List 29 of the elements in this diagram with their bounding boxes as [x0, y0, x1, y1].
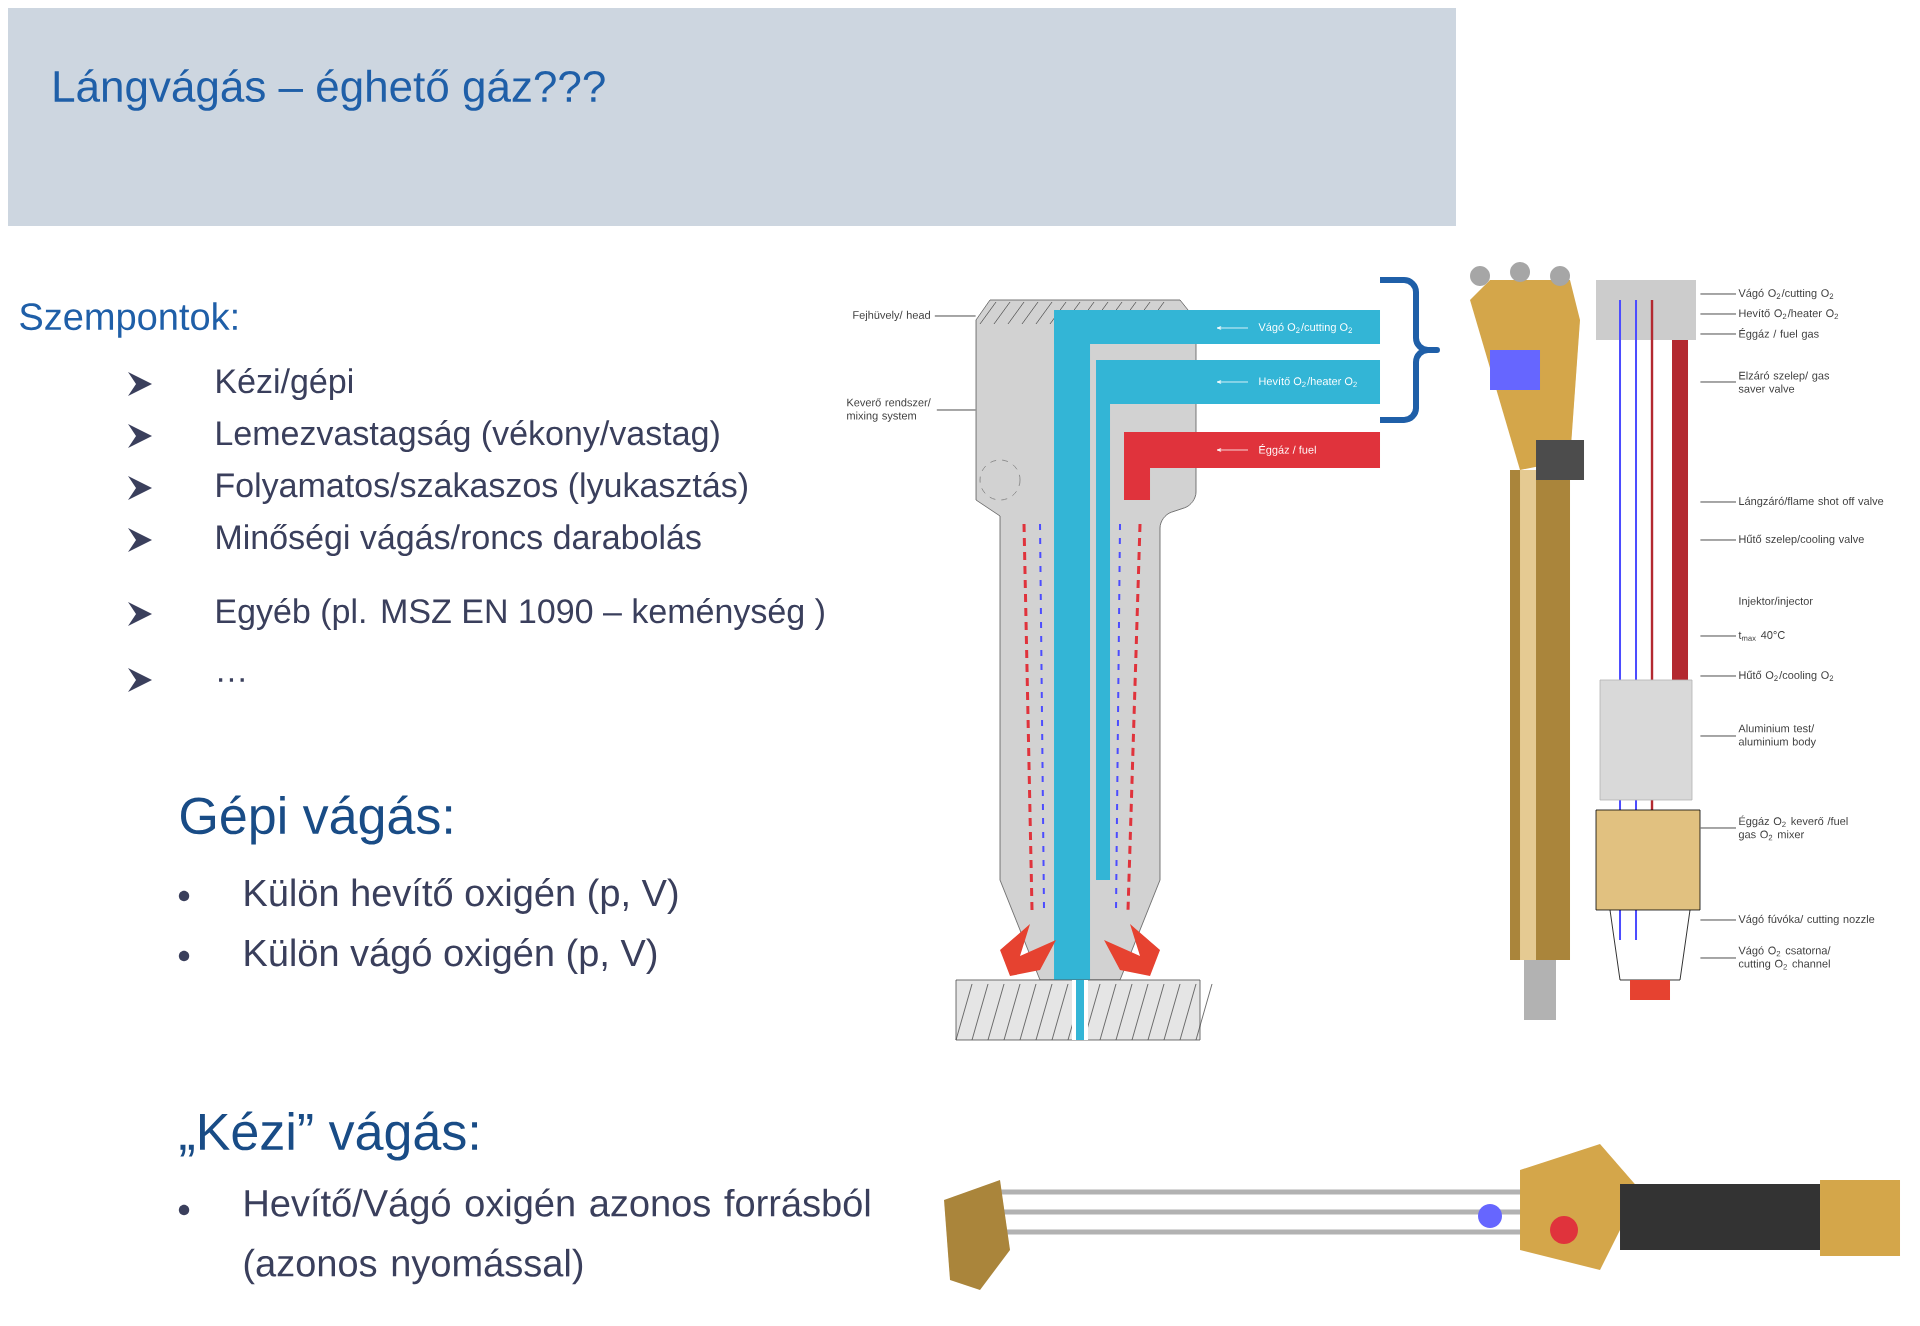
- leader-line: [936, 409, 977, 411]
- leader-line: [1699, 635, 1737, 637]
- bullet-text: Egyéb (pl. MSZ EN 1090 – keménység ): [217, 597, 824, 631]
- bullet-text: Külön vágó oxigén (p, V): [245, 938, 657, 974]
- bullet-text: Lemezvastagság (vékony/vastag): [217, 419, 719, 453]
- leader-line: [1699, 827, 1737, 829]
- heading: Gépi vágás:: [181, 795, 452, 845]
- leader-line: [1699, 501, 1737, 503]
- torch-schematic-drawing: [1595, 280, 1701, 1000]
- title-banner: Lángvágás – éghető gáz???: [8, 8, 1456, 226]
- leader-line: [1699, 735, 1737, 737]
- leader-line: [1699, 539, 1737, 541]
- bullet-text: …: [219, 678, 244, 682]
- bullet-text: Folyamatos/szakaszos (lyukasztás): [217, 471, 747, 505]
- leader-line: [1699, 333, 1737, 335]
- leader-line: [934, 315, 977, 317]
- leader-line: [1699, 381, 1737, 383]
- leader-line: [1699, 919, 1737, 921]
- torch-cross-section-drawing: [955, 299, 1380, 1041]
- bullet-text: Minőségi vágás/roncs darabolás: [217, 523, 701, 557]
- bullet-text: Külön hevítő oxigén (p, V): [245, 878, 678, 914]
- heading: „Kézi” vágás:: [180, 1111, 477, 1161]
- leader-line: [1699, 313, 1737, 315]
- bullet-text: Hevítő/Vágó oxigén azonos forrásból (azonos nyomással): [244, 1188, 870, 1285]
- leader-line: [1699, 675, 1737, 677]
- leader-line: [1699, 293, 1737, 295]
- bullet-text: Kézi/gépi: [217, 367, 352, 401]
- leader-line: [1699, 957, 1737, 959]
- heading: Szempontok:: [20, 302, 237, 338]
